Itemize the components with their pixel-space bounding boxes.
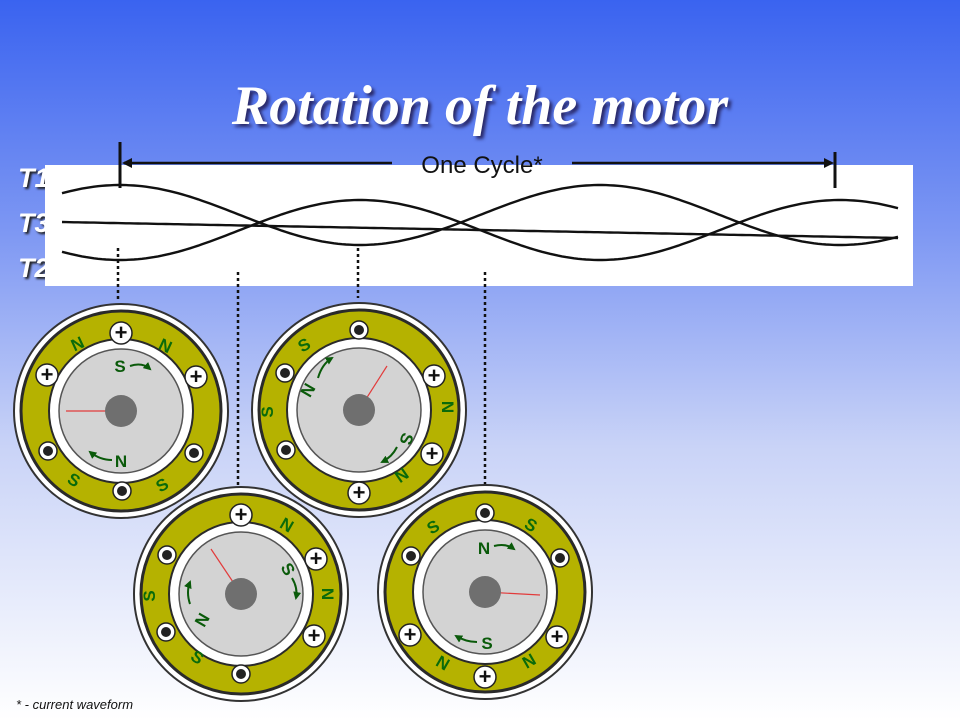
waveform-label-t1: T1 [18,163,50,193]
stator-pole-s: S [140,590,159,601]
rotor-pole-n: N [478,539,490,558]
waveform-label-t3: T3 [18,208,50,238]
motor-2-shaft [343,394,375,426]
terminal-dot-icon [555,553,565,563]
one-cycle-marker [118,142,837,188]
terminal-dot-icon [480,508,490,518]
motor-3-shaft [225,578,257,610]
terminal-dot-icon [354,325,364,335]
motor-4-terminals: + + + [398,503,570,689]
terminal-plus-icon: + [551,624,564,649]
terminal-plus-icon: + [310,546,323,571]
terminal-plus-icon: + [235,502,248,527]
footnote: * - current waveform [16,697,134,712]
waveform-t2 [61,198,899,262]
terminal-dot-icon [162,550,172,560]
terminal-dot-icon [161,627,171,637]
terminal-plus-icon: + [404,622,417,647]
stator-pole-s: S [258,406,277,417]
terminal-dot-icon [236,669,246,679]
time-connectors [116,248,487,512]
motor-2: + + + S S N N N S [251,302,467,518]
stator-pole-n: N [438,401,457,413]
motor-2-terminals: + + + [275,320,446,505]
terminal-dot-icon [43,446,53,456]
motor-1-terminals: + + + [35,320,208,501]
terminal-plus-icon: + [115,320,128,345]
motor-1-shaft [105,395,137,427]
terminal-plus-icon: + [190,364,203,389]
terminal-plus-icon: + [426,441,439,466]
terminal-plus-icon: + [41,362,54,387]
motor-3-terminals: + + + [156,502,328,684]
one-cycle-label: One Cycle* [421,152,542,179]
motor-1: + + + N N S S S N [13,303,229,519]
rotor-pole-s: S [114,357,125,376]
motor-4-shaft [469,576,501,608]
slide-title: Rotation of the motor [231,75,729,137]
rotor-pole-s: S [481,634,492,653]
current-waveforms [61,183,899,262]
stator-pole-n: N [318,588,337,600]
terminal-dot-icon [280,368,290,378]
waveform-panel [45,165,913,286]
terminal-plus-icon: + [353,480,366,505]
motor-4: + + + S S N N N S [377,484,593,700]
waveform-t1 [61,183,899,247]
terminal-plus-icon: + [308,623,321,648]
motor-3: + + + N N S S S N [133,486,349,702]
terminal-dot-icon [281,445,291,455]
rotor-pole-n: N [115,452,127,471]
terminal-dot-icon [406,551,416,561]
terminal-plus-icon: + [428,363,441,388]
waveform-label-t2: T2 [18,253,50,283]
terminal-plus-icon: + [479,664,492,689]
terminal-dot-icon [117,486,127,496]
terminal-dot-icon [189,448,199,458]
